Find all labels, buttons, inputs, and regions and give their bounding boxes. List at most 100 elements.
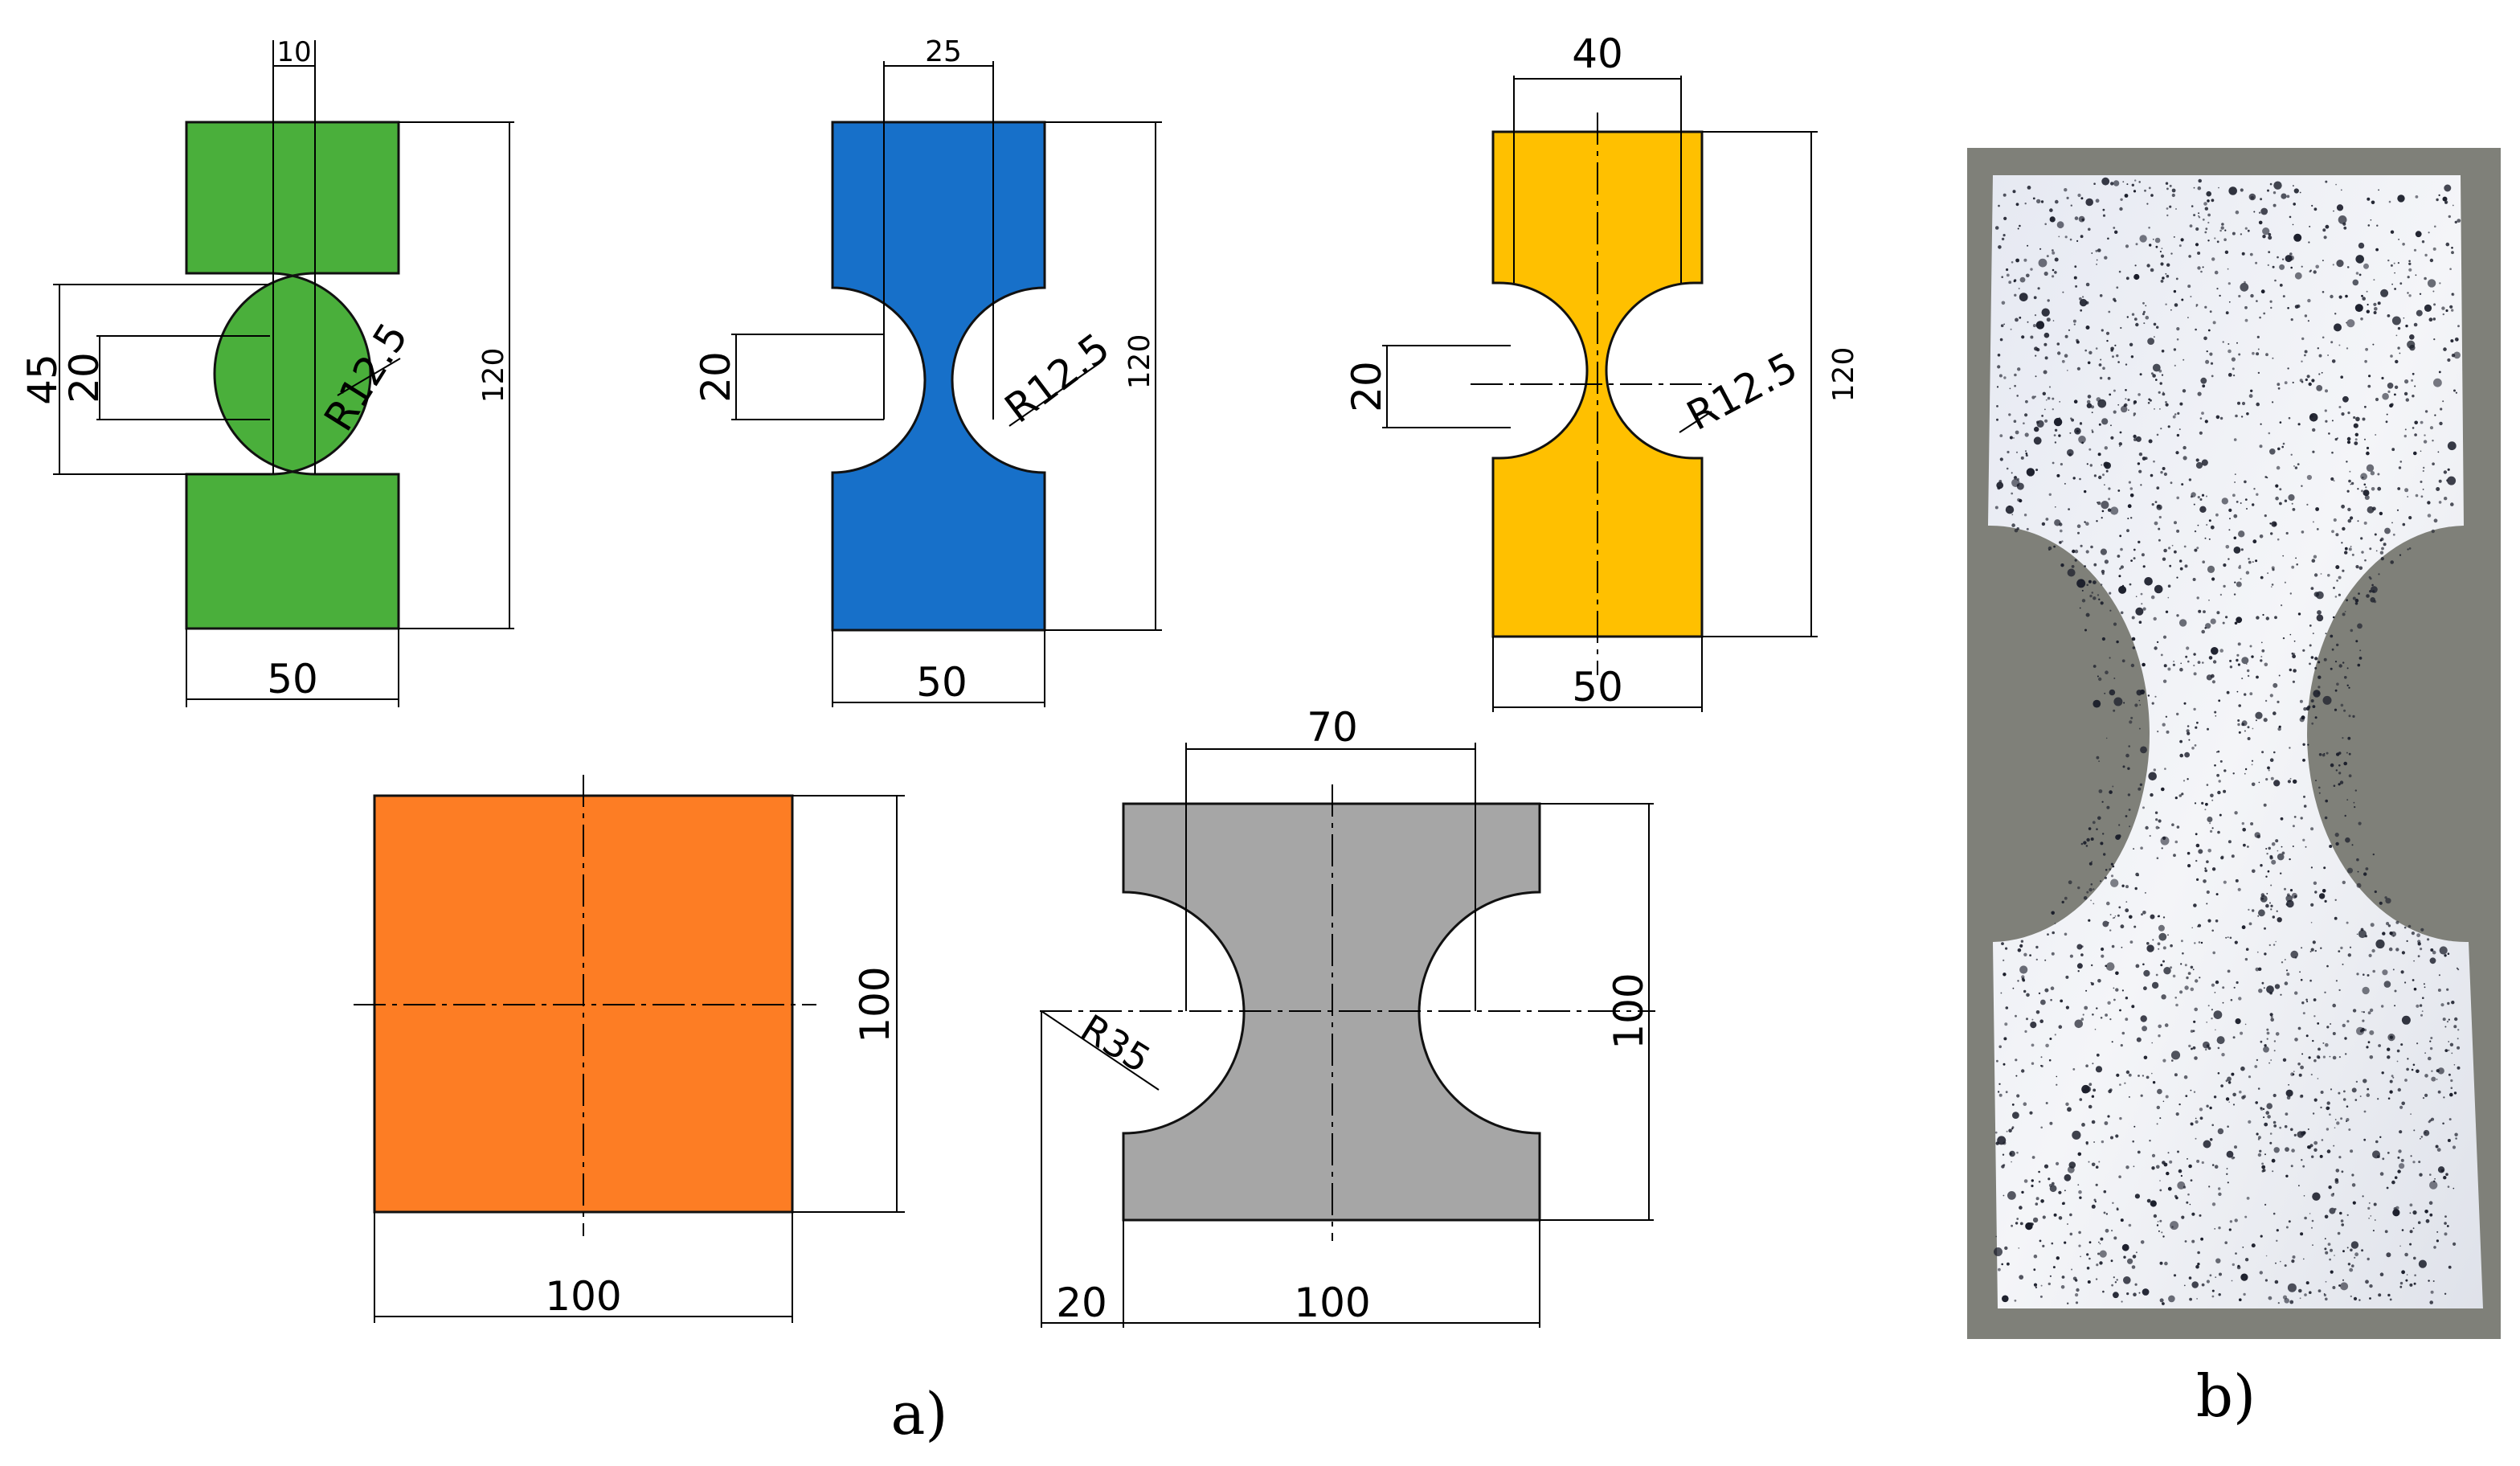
speckle-dot (2164, 768, 2166, 770)
speckle-dot (2199, 498, 2203, 501)
speckle-dot (2071, 1268, 2073, 1271)
speckle-dot (2184, 985, 2189, 990)
speckle-dot (2105, 1213, 2109, 1215)
speckle-dot (2161, 248, 2163, 249)
speckle-dot (2350, 481, 2354, 485)
speckle-dot (2310, 587, 2314, 590)
speckle-dot (2284, 887, 2286, 891)
speckle-dot (2117, 834, 2121, 838)
speckle-dot (2220, 856, 2224, 860)
speckle-dot (2105, 962, 2115, 971)
speckle-dot (2142, 301, 2145, 305)
speckle-dot (2019, 1275, 2024, 1280)
speckle-dot (2240, 548, 2244, 551)
speckle-dot (2217, 1128, 2224, 1135)
speckle-dot (2064, 354, 2068, 358)
speckle-dot (2258, 781, 2260, 784)
speckle-dot (2399, 1245, 2401, 1247)
green-height-label: 120 (477, 348, 510, 403)
caption-b: b) (2196, 1362, 2256, 1430)
speckle-dot (2396, 1060, 2399, 1063)
speckle-dot (2158, 1034, 2161, 1038)
speckle-dot (2457, 219, 2461, 223)
speckle-dot (2234, 481, 2236, 483)
speckle-dot (2368, 1202, 2371, 1204)
speckle-dot (2340, 946, 2343, 950)
speckle-dot (2227, 1181, 2229, 1184)
speckle-dot (2146, 942, 2150, 945)
speckle-dot (2095, 1066, 2103, 1073)
speckle-dot (2322, 753, 2326, 757)
speckle-dot (2054, 923, 2056, 924)
speckle-dot (2098, 1161, 2101, 1163)
speckle-dot (2295, 557, 2297, 559)
speckle-dot (2260, 895, 2268, 903)
speckle-dot (2313, 881, 2318, 886)
speckle-dot (2432, 462, 2435, 465)
speckle-dot (2375, 939, 2385, 949)
speckle-dot (2242, 828, 2246, 832)
speckle-dot (2117, 555, 2121, 558)
speckle-dot (2256, 352, 2260, 356)
photo-sheet (1988, 175, 2483, 1308)
speckle-dot (2293, 669, 2297, 673)
blue-width-label: 50 (916, 659, 968, 706)
speckle-dot (2214, 764, 2216, 767)
speckle-dot (2011, 261, 2014, 264)
speckle-dot (2267, 870, 2270, 873)
speckle-dot (2437, 1067, 2444, 1075)
speckle-dot (2269, 522, 2272, 525)
speckle-dot (2098, 760, 2101, 762)
speckle-dot (2330, 294, 2334, 299)
speckle-dot (2346, 489, 2350, 493)
speckle-dot (2117, 403, 2120, 406)
speckle-dot (2374, 890, 2377, 894)
speckle-dot (2251, 1243, 2256, 1248)
speckle-dot (2118, 906, 2121, 909)
speckle-dot (2175, 1112, 2179, 1116)
speckle-dot (2244, 480, 2247, 484)
speckle-dot (2158, 948, 2160, 950)
speckle-dot (2238, 353, 2241, 356)
speckle-dot (2159, 1219, 2162, 1222)
speckle-dot (2388, 947, 2393, 952)
speckle-dot (2289, 747, 2291, 749)
speckle-dot (2256, 1059, 2259, 1062)
speckle-dot (2133, 557, 2136, 560)
speckle-dot (2111, 944, 2115, 948)
speckle-dot (2100, 601, 2104, 605)
speckle-dot (2038, 1170, 2040, 1173)
speckle-dot (2123, 702, 2125, 704)
speckle-dot (2394, 989, 2397, 993)
speckle-dot (2423, 466, 2425, 469)
speckle-dot (2241, 723, 2245, 727)
speckle-dot (2104, 256, 2108, 260)
speckle-dot (2416, 1042, 2419, 1045)
speckle-dot (2129, 583, 2132, 586)
speckle-dot (2432, 317, 2436, 321)
speckle-dot (2414, 385, 2416, 387)
speckle-dot (2325, 1280, 2327, 1283)
speckle-dot (2417, 1221, 2421, 1224)
speckle-dot (2060, 463, 2063, 466)
speckle-dot (2367, 197, 2371, 201)
speckle-dot (2188, 739, 2191, 741)
speckle-dot (2019, 1206, 2023, 1210)
speckle-dot (2345, 294, 2348, 298)
speckle-dot (2399, 554, 2402, 556)
speckle-dot (2292, 508, 2296, 511)
speckle-dot (2162, 960, 2165, 963)
speckle-dot (2190, 1179, 2193, 1181)
speckle-dot (2249, 252, 2253, 256)
speckle-dot (2001, 276, 2003, 279)
speckle-dot (2160, 471, 2163, 474)
speckle-dot (2134, 703, 2138, 707)
speckle-dot (2284, 499, 2288, 502)
speckle-dot (2104, 692, 2106, 694)
speckle-dot (2270, 532, 2273, 535)
speckle-dot (2238, 704, 2241, 707)
speckle-dot (2299, 191, 2301, 194)
speckle-dot (2215, 415, 2220, 420)
speckle-dot (2180, 1174, 2182, 1177)
speckle-dot (2381, 547, 2384, 551)
